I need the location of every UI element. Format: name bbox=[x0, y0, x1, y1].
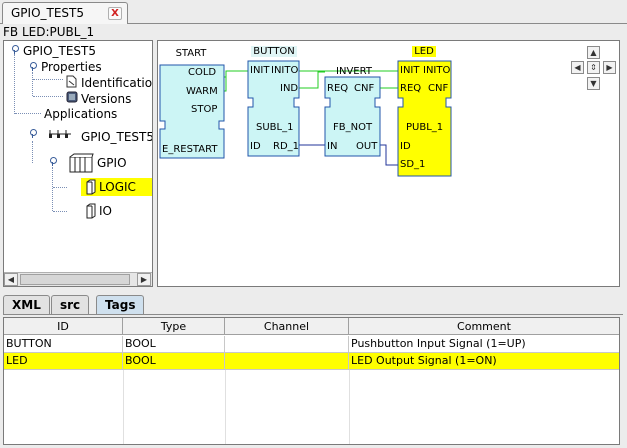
column-header-id[interactable]: ID bbox=[4, 318, 123, 335]
led-pin-cnf[interactable]: CNF bbox=[428, 83, 449, 94]
table-row[interactable]: BUTTON BOOL Pushbutton Input Signal (1=U… bbox=[4, 336, 619, 353]
expand-gpio-icon[interactable] bbox=[49, 157, 57, 166]
scroll-right-icon[interactable]: ▶ bbox=[137, 273, 151, 286]
tree-item-identification[interactable]: Identification bbox=[81, 76, 153, 90]
invert-pin-req[interactable]: REQ bbox=[327, 83, 349, 94]
button-title: BUTTON bbox=[251, 46, 297, 57]
invert-pin-out[interactable]: OUT bbox=[356, 141, 378, 152]
column-header-comment[interactable]: Comment bbox=[457, 320, 511, 333]
cell-id[interactable]: LED bbox=[4, 353, 123, 370]
led-pin-inito[interactable]: INITO bbox=[423, 65, 451, 76]
diagram-canvas[interactable]: START COLD WARM STOP E_RESTART BUTTON IN… bbox=[157, 40, 620, 287]
close-tab-icon[interactable]: X bbox=[108, 7, 122, 20]
tree-item-root[interactable]: GPIO_TEST5 bbox=[23, 44, 97, 58]
led-instance-name: PUBL_1 bbox=[406, 122, 444, 133]
led-pin-sd1[interactable]: SD_1 bbox=[400, 159, 426, 170]
versions-icon bbox=[66, 91, 78, 103]
nav-right-icon[interactable]: ▶ bbox=[603, 61, 616, 74]
nav-center-icon[interactable]: ⇕ bbox=[587, 61, 600, 74]
button-block bbox=[247, 60, 300, 157]
tree-item-applications[interactable]: Applications bbox=[44, 107, 118, 121]
led-title: LED bbox=[412, 46, 436, 57]
fb-breadcrumb: FB LED:PUBL_1 bbox=[3, 25, 95, 39]
cell-comment[interactable]: LED Output Signal (1=ON) bbox=[351, 354, 497, 367]
tab-src[interactable]: src bbox=[51, 295, 90, 315]
tree-horizontal-scrollbar[interactable]: ◀ ▶ bbox=[4, 272, 152, 286]
button-pin-ind[interactable]: IND bbox=[280, 83, 299, 94]
cell-type[interactable]: BOOL bbox=[123, 353, 225, 370]
led-pin-init[interactable]: INIT bbox=[400, 65, 420, 76]
start-pin-stop[interactable]: STOP bbox=[191, 104, 218, 115]
cell-id[interactable]: BUTTON bbox=[4, 336, 123, 353]
expand-properties-icon[interactable] bbox=[29, 62, 37, 71]
led-pin-req[interactable]: REQ bbox=[400, 83, 422, 94]
nav-left-icon[interactable]: ◀ bbox=[571, 61, 584, 74]
document-tab[interactable]: GPIO_TEST5 X bbox=[2, 2, 128, 24]
column-header-type[interactable]: Type bbox=[123, 318, 225, 335]
tags-table[interactable]: ID Type Channel Comment BUTTON BOOL Push… bbox=[3, 317, 620, 445]
tree-item-gpio[interactable]: GPIO bbox=[97, 156, 127, 170]
led-pin-id[interactable]: ID bbox=[400, 141, 411, 152]
tree-item-logic: LOGIC bbox=[99, 180, 136, 194]
invert-block bbox=[324, 76, 381, 157]
tree-item-resource[interactable]: GPIO_TEST5 bbox=[81, 130, 153, 144]
document-tab-title: GPIO_TEST5 bbox=[11, 6, 85, 20]
tree-item-versions[interactable]: Versions bbox=[81, 92, 132, 106]
nav-up-icon[interactable]: ▲ bbox=[587, 46, 600, 59]
expand-resource-icon[interactable] bbox=[29, 129, 37, 138]
invert-instance-name: FB_NOT bbox=[333, 122, 373, 133]
button-instance-name: SUBL_1 bbox=[256, 122, 294, 133]
column-header-channel[interactable]: Channel bbox=[225, 318, 349, 335]
module-icon bbox=[84, 179, 96, 195]
tree-item-io[interactable]: IO bbox=[99, 204, 112, 218]
invert-title: INVERT bbox=[336, 66, 372, 77]
led-block bbox=[397, 60, 452, 177]
button-pin-inito[interactable]: INITO bbox=[271, 65, 299, 76]
start-pin-e-restart[interactable]: E_RESTART bbox=[162, 144, 218, 155]
cell-comment[interactable]: Pushbutton Input Signal (1=UP) bbox=[351, 337, 526, 350]
project-tree[interactable]: GPIO_TEST5 Properties Identification Ver… bbox=[3, 40, 153, 287]
tab-tags[interactable]: Tags bbox=[96, 295, 145, 315]
scroll-left-icon[interactable]: ◀ bbox=[4, 273, 18, 286]
tab-xml[interactable]: XML bbox=[3, 295, 50, 315]
start-pin-cold[interactable]: COLD bbox=[188, 67, 217, 78]
network-icon bbox=[48, 129, 72, 139]
cell-channel[interactable] bbox=[225, 353, 349, 370]
tree-item-properties[interactable]: Properties bbox=[41, 60, 102, 74]
button-pin-init[interactable]: INIT bbox=[250, 65, 270, 76]
button-pin-id[interactable]: ID bbox=[250, 141, 261, 152]
table-header: ID Type Channel Comment bbox=[4, 318, 619, 335]
nav-down-icon[interactable]: ▼ bbox=[587, 77, 600, 90]
start-block bbox=[159, 64, 225, 159]
document-tab-bar: GPIO_TEST5 X bbox=[0, 0, 627, 24]
button-pin-rd1[interactable]: RD_1 bbox=[273, 141, 300, 152]
cell-type[interactable]: BOOL bbox=[123, 336, 225, 353]
start-title: START bbox=[175, 48, 207, 59]
scroll-thumb[interactable] bbox=[20, 274, 130, 285]
device-icon bbox=[66, 153, 94, 173]
invert-pin-cnf[interactable]: CNF bbox=[354, 83, 375, 94]
invert-pin-in[interactable]: IN bbox=[327, 141, 338, 152]
expand-root-icon[interactable] bbox=[11, 45, 19, 54]
tree-item-logic-row[interactable]: LOGIC bbox=[81, 178, 152, 196]
diagram-connections bbox=[159, 60, 452, 177]
document-icon bbox=[66, 75, 77, 88]
module-icon bbox=[84, 203, 96, 219]
cell-channel[interactable] bbox=[225, 336, 349, 353]
table-row[interactable]: LED BOOL LED Output Signal (1=ON) bbox=[4, 353, 619, 370]
start-pin-warm[interactable]: WARM bbox=[186, 86, 218, 97]
